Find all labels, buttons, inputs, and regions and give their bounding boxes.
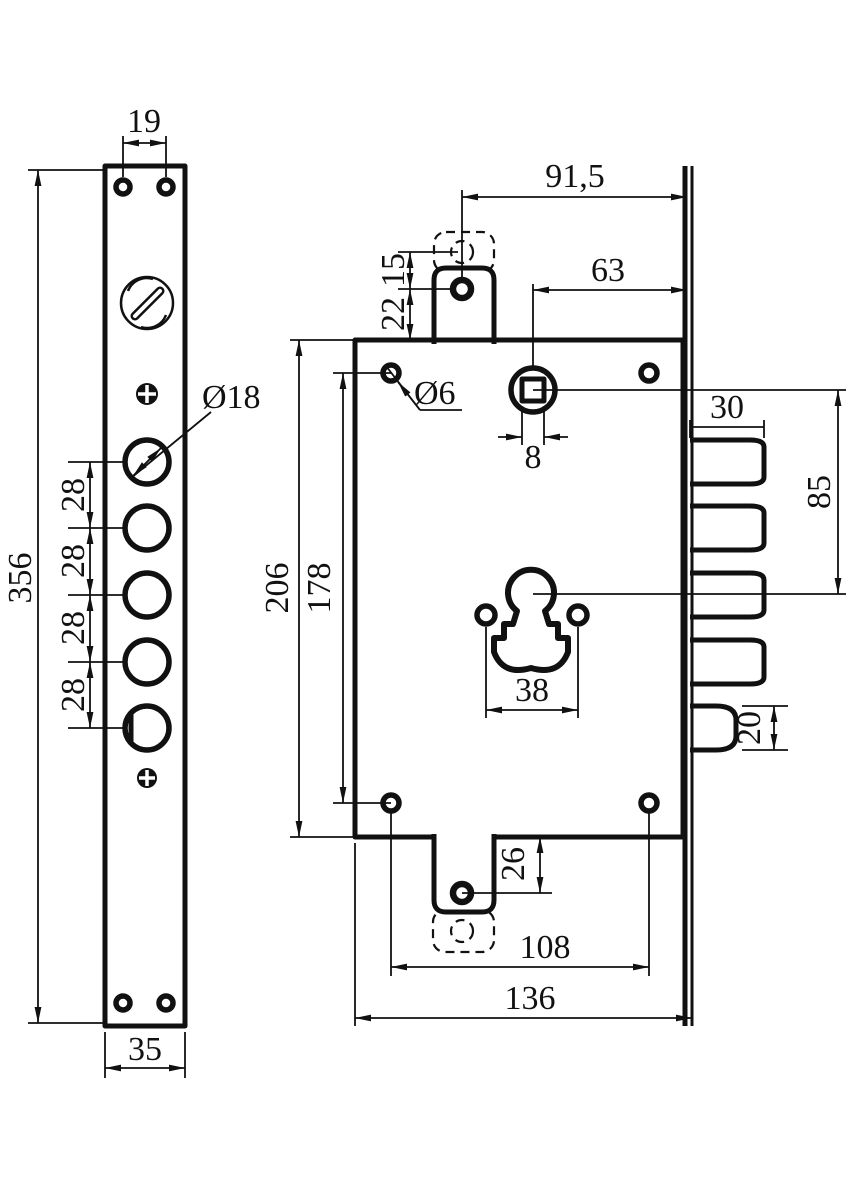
faceplate-hole — [122, 703, 172, 753]
dim-label-356: 356 — [2, 553, 39, 604]
dim-body-width: 136 — [354, 843, 692, 1026]
screw-cross-icon — [137, 768, 157, 788]
screw-hole — [113, 993, 133, 1013]
faceplate-front-view: 28 28 28 28 19 356 35 — [2, 103, 261, 1078]
tab-hole — [449, 276, 475, 302]
dashed-hole-position — [449, 918, 475, 944]
fixing-hole — [638, 792, 660, 814]
deadbolt — [690, 570, 767, 620]
dim-latch-height: 20 — [731, 705, 788, 751]
dim-label-30: 30 — [710, 389, 744, 426]
dim-label-d18: Ø18 — [202, 379, 261, 416]
dim-keyhole-pin-spacing: 38 — [485, 627, 579, 718]
dim-label-d6: Ø6 — [414, 375, 456, 412]
dim-label-206: 206 — [259, 563, 296, 614]
dim-label-38: 38 — [515, 672, 549, 709]
dim-label-28: 28 — [55, 544, 92, 578]
dim-plate-width: 35 — [104, 1031, 186, 1078]
dim-label-85: 85 — [801, 475, 838, 509]
dim-label-178: 178 — [301, 563, 338, 614]
dim-label-63: 63 — [591, 252, 625, 289]
dim-label-15: 15 — [375, 253, 412, 287]
lock-body-side-view: 91,5 63 15 22 Ø6 8 — [259, 158, 846, 1026]
dim-tab-to-edge: 91,5 — [462, 158, 687, 201]
key-guide-hole — [566, 603, 590, 627]
top-mounting-tab — [431, 265, 497, 344]
dim-spindle-to-keyhole: 85 — [533, 389, 846, 595]
keyhole — [491, 566, 571, 673]
dim-hole-diameter: Ø18 — [130, 379, 261, 479]
dim-label-35: 35 — [128, 1031, 162, 1068]
deadbolt — [690, 637, 767, 687]
screw-hole — [113, 177, 133, 197]
dim-label-19: 19 — [127, 103, 161, 140]
lock-body-outline — [352, 337, 686, 840]
dim-side-hole-pitch: 178 — [301, 372, 391, 804]
dim-hole-pitch: 28 28 28 28 — [55, 462, 94, 728]
dim-label-91-5: 91,5 — [545, 158, 605, 195]
dashed-tab-position — [431, 908, 496, 954]
faceplate-hole — [122, 570, 172, 620]
dim-label-28: 28 — [55, 611, 92, 645]
dim-label-26: 26 — [495, 847, 532, 881]
dim-top-hole-spacing: 19 — [122, 103, 167, 177]
faceplate-hole — [122, 637, 172, 687]
screw-hole — [156, 993, 176, 1013]
dim-label-108: 108 — [520, 929, 571, 966]
screw-cross-icon — [136, 383, 158, 405]
deadbolt — [690, 437, 767, 487]
screw-hole — [156, 177, 176, 197]
deadbolt — [690, 503, 767, 553]
dim-bolt-throw: 30 — [689, 389, 765, 438]
dim-label-22: 22 — [375, 297, 412, 331]
dim-label-28: 28 — [55, 678, 92, 712]
dim-label-28: 28 — [55, 478, 92, 512]
dim-total-height: 356 — [2, 169, 104, 1024]
brand-logo-icon — [119, 275, 175, 331]
dim-label-136: 136 — [505, 980, 556, 1017]
faceplate-outline — [102, 163, 188, 1029]
dim-spindle-square: 8 — [498, 406, 568, 476]
dim-body-height: 206 — [259, 339, 357, 838]
dim-fix-hole-diameter: Ø6 — [385, 365, 462, 412]
spindle-hole — [508, 284, 558, 415]
fixing-hole — [638, 362, 660, 384]
dim-tab-offsets: 15 22 — [375, 251, 458, 340]
dim-label-8: 8 — [525, 439, 542, 476]
key-guide-hole — [474, 603, 498, 627]
dim-label-20: 20 — [731, 711, 768, 745]
latch-bolt — [690, 703, 739, 753]
faceplate-hole — [122, 503, 172, 553]
dim-spindle-to-edge: 63 — [533, 252, 687, 294]
dim-bottom-hole-spacing: 108 — [390, 813, 650, 976]
dim-bottom-tab-hole: 26 — [462, 837, 552, 894]
